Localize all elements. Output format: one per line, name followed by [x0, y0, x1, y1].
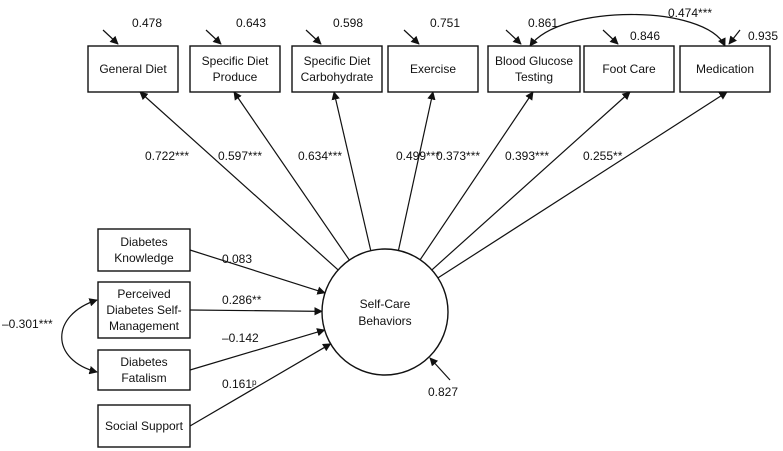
latent-residual-arrow	[429, 357, 451, 381]
residual-arrow	[602, 29, 619, 45]
indicator-label: Foot Care	[602, 62, 656, 76]
predictor-box	[97, 281, 191, 339]
indicator-box	[291, 45, 383, 93]
indicator-box	[87, 45, 179, 93]
predictor-label: Diabetes	[120, 235, 167, 249]
indicator-label: Produce	[213, 70, 258, 84]
loading-path	[419, 91, 534, 261]
residual-variance: 0.861	[528, 16, 558, 30]
regression-path	[189, 249, 326, 295]
residual-arrow	[205, 29, 222, 45]
latent-label: Behaviors	[358, 314, 411, 328]
predictor-box	[97, 404, 191, 448]
indicator-box	[487, 45, 581, 93]
loading-path	[437, 91, 728, 279]
indicator-box	[387, 45, 479, 93]
indicator-exercise: Exercise	[387, 45, 479, 93]
residual-variance: 0.846	[630, 29, 660, 43]
loading-coefficient: 0.255**	[583, 149, 623, 163]
indicator-label: Blood Glucose	[495, 54, 573, 68]
latent-label: Self-Care	[360, 297, 411, 311]
indicator-box	[189, 45, 281, 93]
predictor-box	[97, 349, 191, 391]
loading-coefficient: 0.499***	[396, 149, 440, 163]
predictor-label: Social Support	[105, 419, 184, 433]
predictor-label: Knowledge	[114, 251, 174, 265]
regression-path	[189, 328, 326, 371]
indicator-box	[583, 45, 675, 93]
residual-variance: 0.478	[132, 16, 162, 30]
covariance-glucose-medication	[529, 13, 726, 47]
covariance-selfmgmt-fatalism	[61, 298, 98, 375]
covariance-coefficient: 0.474***	[668, 6, 712, 20]
predictor-label: Diabetes Self-	[106, 303, 181, 317]
latent-residual-variance: 0.827	[428, 385, 458, 399]
loading-coefficient: 0.722***	[145, 149, 189, 163]
indicator-box	[679, 45, 771, 93]
loading-path	[431, 91, 631, 271]
indicator-label: Carbohydrate	[301, 70, 374, 84]
regression-path	[189, 307, 323, 316]
predictor-box	[97, 228, 191, 272]
indicator-foot_care: Foot Care	[583, 45, 675, 93]
indicator-label: General Diet	[99, 62, 167, 76]
residual-variance: 0.643	[236, 16, 266, 30]
loading-coefficient: 0.393***	[505, 149, 549, 163]
loading-coefficient: 0.373***	[436, 149, 480, 163]
indicator-general_diet: General Diet	[87, 45, 179, 93]
residual-arrow	[305, 29, 322, 45]
residual-arrow	[403, 29, 420, 45]
loading-path	[331, 91, 372, 251]
predictor-label: Management	[109, 319, 180, 333]
indicator-label: Exercise	[410, 62, 456, 76]
loading-coefficient: 0.597***	[218, 149, 262, 163]
loading-coefficient: 0.634***	[298, 149, 342, 163]
loading-path	[139, 91, 339, 271]
residual-arrow	[102, 29, 119, 45]
residual-arrow	[505, 29, 522, 45]
indicator-label: Specific Diet	[202, 54, 269, 68]
predictor-support: Social Support	[97, 404, 191, 448]
loading-path	[233, 91, 350, 261]
indicator-medication: Medication	[679, 45, 771, 93]
latent-circle	[321, 248, 449, 376]
residual-arrow	[728, 29, 741, 45]
indicator-label: Testing	[515, 70, 553, 84]
residual-variance: 0.598	[333, 16, 363, 30]
indicator-label: Specific Diet	[304, 54, 371, 68]
loading-path	[397, 91, 436, 251]
regression-coefficient: 0.083	[222, 252, 252, 266]
regression-coefficient: –0.142	[222, 331, 259, 345]
regression-coefficient: 0.161ᵖ	[222, 377, 257, 391]
regression-path	[189, 343, 332, 427]
predictor-label: Fatalism	[121, 371, 166, 385]
predictor-label: Diabetes	[120, 355, 167, 369]
predictor-label: Perceived	[117, 287, 170, 301]
indicator-label: Medication	[696, 62, 754, 76]
regression-coefficient: 0.286**	[222, 293, 262, 307]
covariance-coefficient: –0.301***	[2, 317, 53, 331]
residual-variance: 0.935	[748, 29, 778, 43]
residual-variance: 0.751	[430, 16, 460, 30]
